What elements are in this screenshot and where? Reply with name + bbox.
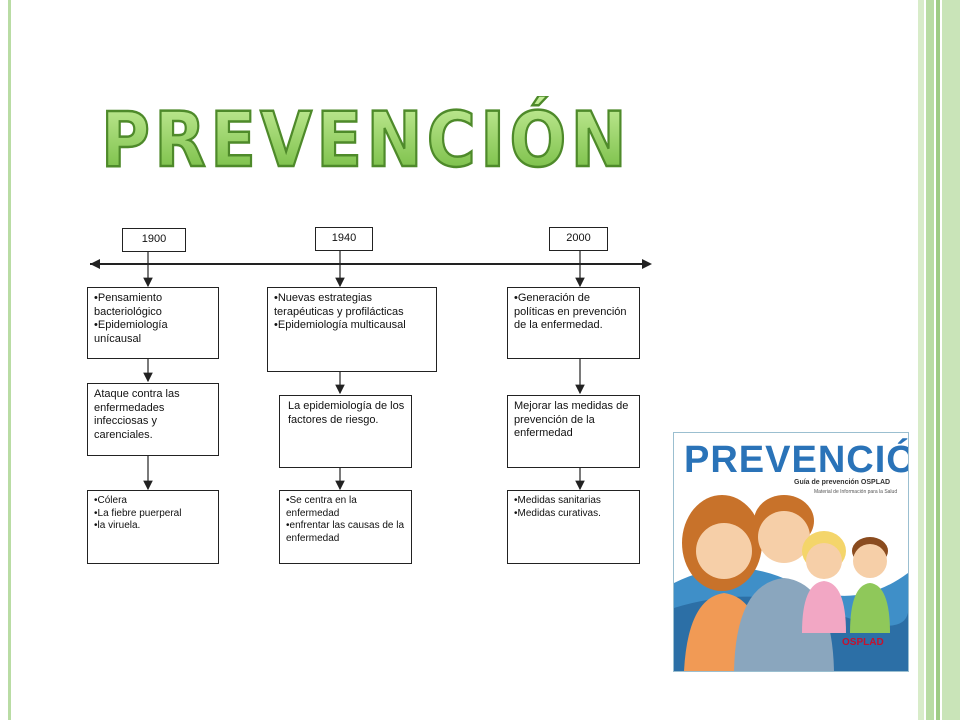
list-item: la viruela. xyxy=(94,520,212,533)
paradigm-box-2000: Generación de políticas en prevención de… xyxy=(507,287,640,359)
list-item: Epidemiología multicausal xyxy=(274,319,430,333)
cover-subtitle: Guía de prevención OSPLAD xyxy=(794,479,891,486)
frame-left-border xyxy=(8,0,11,720)
focus-box-1900: Ataque contra las enfermedades infeccios… xyxy=(87,383,219,456)
cover-caption: Material de Información para la Salud xyxy=(814,489,898,495)
examples-box-1940: Se centra en la enfermedad enfrentar las… xyxy=(279,490,412,564)
booklet-cover-image: PREVENCIÓN Guía de prevención OSPLAD Mat… xyxy=(673,432,909,672)
family-illustration xyxy=(674,495,908,671)
list-item: Medidas sanitarias xyxy=(514,495,633,508)
list-item: enfrentar las causas de la enfermedad xyxy=(286,520,405,545)
frame-right-stripe xyxy=(942,0,960,720)
timeline-arrow-right-icon xyxy=(642,259,652,269)
year-box-1940: 1940 xyxy=(315,227,373,251)
osplad-logo: OSPLAD xyxy=(842,637,884,648)
year-box-1900: 1900 xyxy=(122,228,186,252)
focus-box-1940: La epidemiología de los factores de ries… xyxy=(279,395,412,468)
list-item: La fiebre puerperal xyxy=(94,508,212,521)
page-title-text: PREVENCIÓN xyxy=(101,96,631,176)
examples-box-1900: Cólera La fiebre puerperal la viruela. xyxy=(87,490,219,564)
page-title: PREVENCIÓN xyxy=(100,96,631,176)
examples-box-2000: Medidas sanitarias Medidas curativas. xyxy=(507,490,640,564)
paradigm-box-1940: Nuevas estrategias terapéuticas y profil… xyxy=(267,287,437,372)
list-item: Medidas curativas. xyxy=(514,508,633,521)
list-item: Cólera xyxy=(94,495,212,508)
list-item: Nuevas estrategias terapéuticas y profil… xyxy=(274,292,430,319)
list-item: Se centra en la enfermedad xyxy=(286,495,405,520)
frame-right-stripe xyxy=(926,0,934,720)
focus-box-2000: Mejorar las medidas de prevención de la … xyxy=(507,395,640,468)
cover-title: PREVENCIÓN xyxy=(684,439,908,481)
list-item: Generación de políticas en prevención de… xyxy=(514,292,633,333)
year-box-2000: 2000 xyxy=(549,227,608,251)
list-item: Pensamiento bacteriológico xyxy=(94,292,212,319)
list-item: Epidemiología unícausal xyxy=(94,319,212,346)
frame-right-stripe xyxy=(936,0,940,720)
timeline-arrow-left-icon xyxy=(90,259,100,269)
paradigm-box-1900: Pensamiento bacteriológico Epidemiología… xyxy=(87,287,219,359)
frame-right-stripe xyxy=(918,0,924,720)
